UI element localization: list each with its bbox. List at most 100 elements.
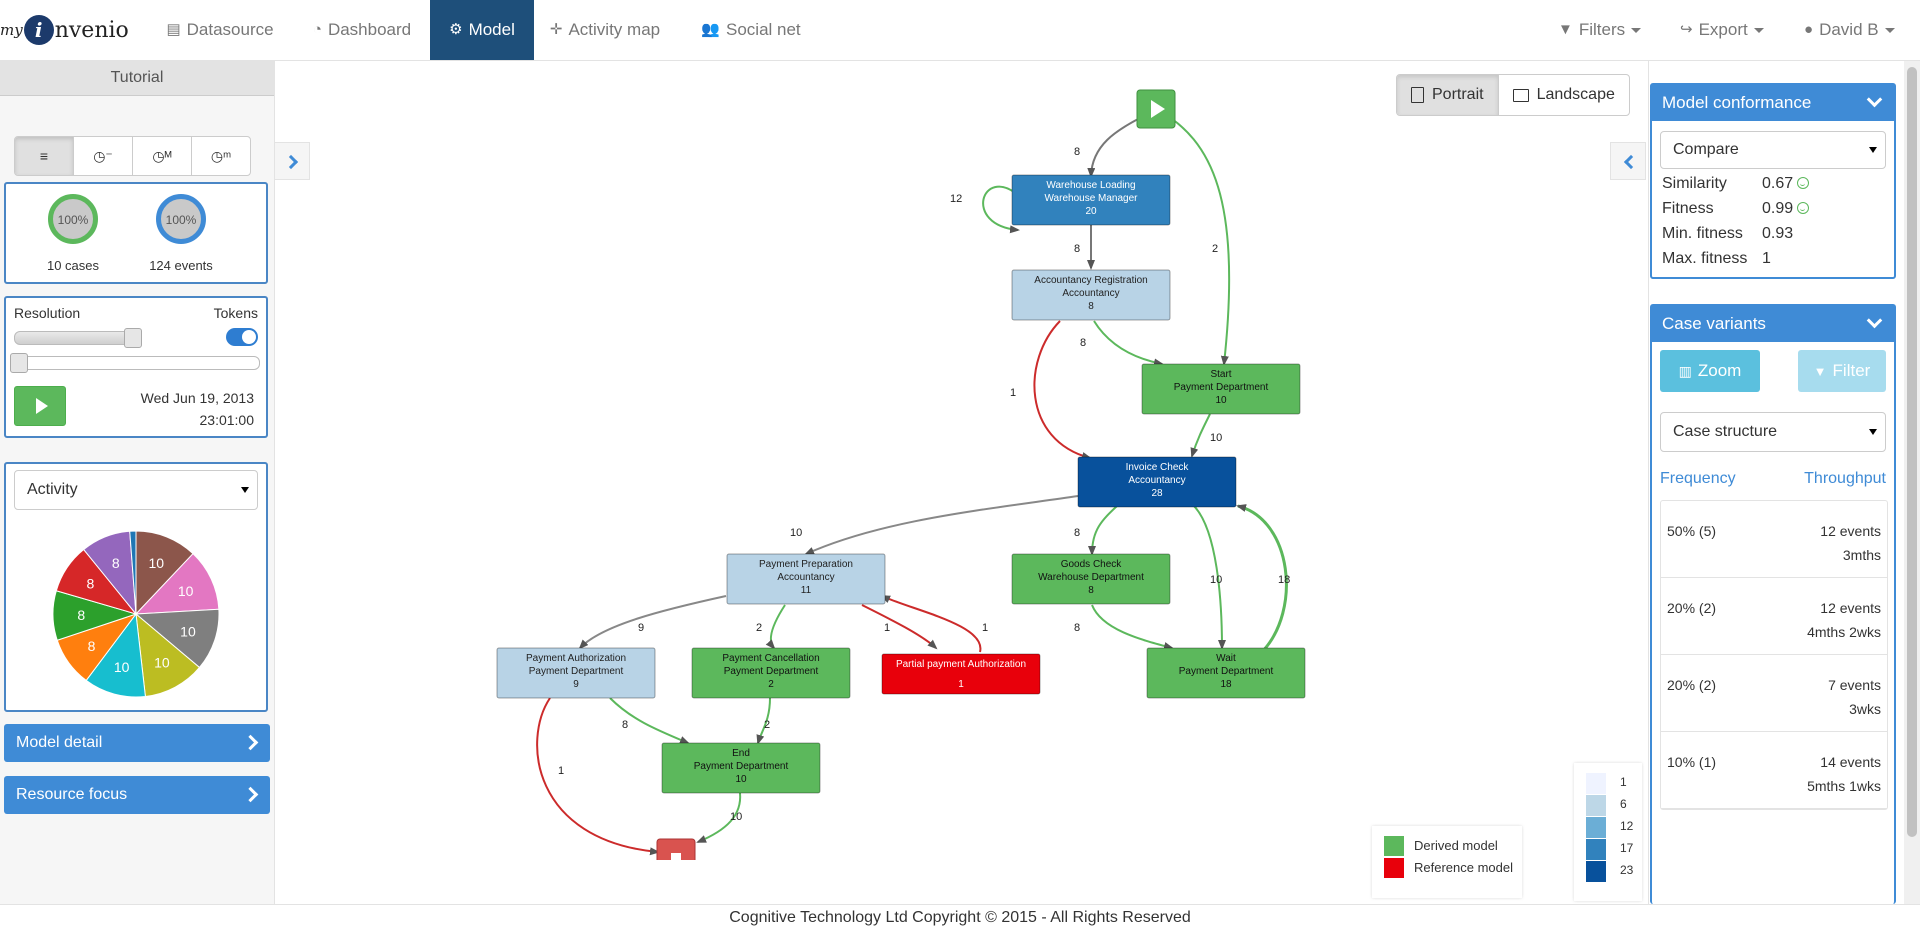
edge-preparation-cancellation[interactable] xyxy=(765,604,786,650)
node-box[interactable] xyxy=(881,653,1041,695)
resolution-slider-handle[interactable] xyxy=(124,328,142,348)
nav-datasource[interactable]: ▤Datasource xyxy=(150,0,290,60)
case-variants-header[interactable]: Case variants xyxy=(1652,306,1894,342)
scrollbar-thumb[interactable] xyxy=(1907,67,1917,837)
chevron-right-icon xyxy=(242,786,259,803)
list-icon[interactable]: ≡ xyxy=(15,137,74,175)
nav-social-net[interactable]: 👥Social net xyxy=(690,0,812,60)
resource-focus-button[interactable]: Resource focus xyxy=(4,776,270,814)
throughput-sort-link[interactable]: Throughput xyxy=(1804,470,1886,487)
filter-button[interactable]: ▼Filter xyxy=(1798,350,1886,392)
nav-activity-map[interactable]: ✛Activity map xyxy=(540,0,670,60)
edge-invoice-goodscheck[interactable] xyxy=(1088,505,1118,556)
node-box[interactable] xyxy=(661,742,821,794)
pie-slice[interactable] xyxy=(129,530,137,615)
derived-model-swatch xyxy=(1384,836,1404,856)
pie-slice[interactable] xyxy=(134,608,220,669)
edge-invoice-preparation[interactable] xyxy=(804,495,1079,555)
collapse-left-panel-button[interactable] xyxy=(274,142,310,180)
edge-partial-preparation[interactable] xyxy=(880,595,982,653)
clock-max-icon[interactable]: ◷ᴹ xyxy=(133,137,192,175)
edge-label: 9 xyxy=(638,622,644,634)
compare-select[interactable]: Compare xyxy=(1660,131,1886,169)
edge-start-invoice[interactable] xyxy=(1190,413,1211,458)
node-box[interactable] xyxy=(1077,456,1237,508)
node-box[interactable] xyxy=(1146,647,1306,699)
user-menu[interactable]: ●David B xyxy=(1804,0,1895,60)
pie-slice[interactable] xyxy=(134,552,220,615)
activity-select-value: Activity xyxy=(27,481,78,498)
filters-dropdown[interactable]: ▼Filters xyxy=(1558,0,1642,60)
edge-goodscheck-wait[interactable] xyxy=(1091,604,1174,650)
edge-start-start[interactable] xyxy=(1157,109,1231,366)
tutorial-button[interactable]: Tutorial xyxy=(0,61,274,96)
resolution-slider-track[interactable] xyxy=(14,331,142,345)
node-box[interactable] xyxy=(726,553,886,605)
node-box[interactable] xyxy=(1141,363,1301,415)
node-box[interactable] xyxy=(1011,553,1171,605)
edge-wait-invoice[interactable] xyxy=(1236,504,1288,654)
pie-slice-label: 10 xyxy=(114,659,130,675)
clock-min-icon[interactable]: ◷ᵐ xyxy=(210,147,232,164)
app-logo[interactable]: my i nvenio xyxy=(0,12,129,48)
node-box[interactable] xyxy=(1011,174,1171,226)
pie-slice[interactable] xyxy=(135,612,201,698)
timeline-slider-track[interactable] xyxy=(14,356,260,370)
collapse-right-panel-button[interactable] xyxy=(1610,142,1646,180)
frequency-sort-link[interactable]: Frequency xyxy=(1660,470,1736,487)
process-end-node[interactable] xyxy=(656,838,696,860)
node-box[interactable] xyxy=(496,647,656,699)
edge-authorization-stop[interactable] xyxy=(536,697,660,856)
edge-invoice-wait[interactable] xyxy=(1193,505,1226,650)
nav-model[interactable]: ⚙Model xyxy=(430,0,534,60)
timeline-slider-handle[interactable] xyxy=(10,353,28,373)
edge-accountancy-start[interactable] xyxy=(1093,320,1164,367)
edge-cancellation-end[interactable] xyxy=(756,697,771,745)
tokens-toggle[interactable] xyxy=(226,328,258,346)
similarity-number: 0.67 xyxy=(1762,175,1794,192)
landscape-button[interactable]: Landscape xyxy=(1499,75,1629,115)
activity-select[interactable]: Activity xyxy=(14,470,258,510)
page-scrollbar[interactable] xyxy=(1904,61,1920,904)
pie-slice[interactable] xyxy=(135,530,194,616)
pie-slice[interactable] xyxy=(85,612,146,698)
play-icon xyxy=(1151,100,1165,118)
node-box[interactable] xyxy=(691,647,851,699)
filters-label: Filters xyxy=(1578,20,1626,39)
chevron-right-icon xyxy=(242,734,259,751)
nav-dashboard[interactable]: ◔Dashboard xyxy=(294,0,430,60)
edge-accountancy-invoice[interactable] xyxy=(1033,320,1092,460)
case-structure-select[interactable]: Case structure xyxy=(1660,412,1886,452)
node-box[interactable] xyxy=(1011,269,1171,321)
play-button[interactable] xyxy=(14,386,66,426)
edge-preparation-partial[interactable] xyxy=(861,604,938,650)
edge-authorization-end[interactable] xyxy=(609,697,690,744)
zoom-button[interactable]: ▥Zoom xyxy=(1660,350,1760,392)
edge-end-stop[interactable] xyxy=(696,792,742,843)
model-conformance-header[interactable]: Model conformance xyxy=(1652,85,1894,121)
edge-start-warehouse[interactable] xyxy=(1087,117,1141,178)
zoom-label: Zoom xyxy=(1697,361,1742,380)
model-detail-button[interactable]: Model detail xyxy=(4,724,270,762)
edge-preparation-authorization[interactable] xyxy=(578,595,727,650)
export-dropdown[interactable]: ↪Export xyxy=(1680,0,1764,60)
clock-minus-icon[interactable]: ◷⁻ xyxy=(74,137,133,175)
edge-warehouse-self[interactable] xyxy=(982,185,1020,234)
portrait-button[interactable]: Portrait xyxy=(1397,75,1499,115)
